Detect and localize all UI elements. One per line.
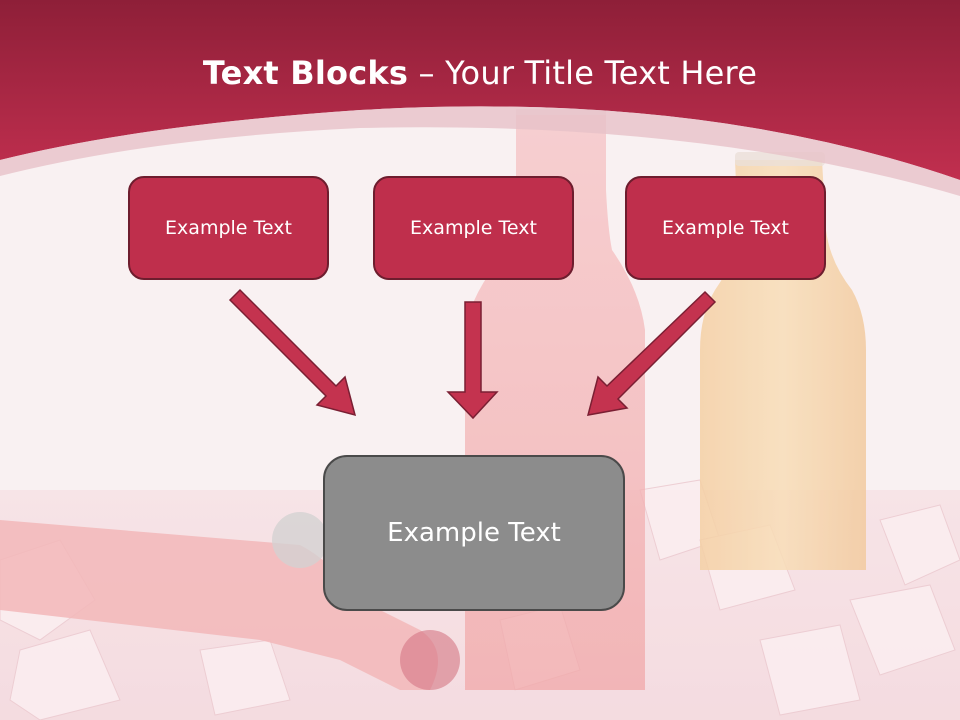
arrow-left-icon: [228, 288, 357, 417]
slide-title: Text Blocks – Your Title Text Here: [0, 54, 960, 92]
text-block-main[interactable]: Example Text: [323, 455, 625, 611]
title-dash: –: [408, 54, 446, 92]
text-block-left-label: Example Text: [165, 217, 292, 239]
text-block-center-label: Example Text: [410, 217, 537, 239]
title-rest: Your Title Text Here: [445, 54, 758, 92]
text-block-left[interactable]: Example Text: [128, 176, 329, 280]
text-block-right[interactable]: Example Text: [625, 176, 826, 280]
text-block-center[interactable]: Example Text: [373, 176, 574, 280]
text-block-main-label: Example Text: [387, 518, 561, 548]
text-block-right-label: Example Text: [662, 217, 789, 239]
arrow-down-icon: [446, 301, 499, 420]
header-band: [0, 0, 960, 180]
arrow-right-icon: [586, 290, 717, 416]
title-bold: Text Blocks: [202, 54, 409, 92]
